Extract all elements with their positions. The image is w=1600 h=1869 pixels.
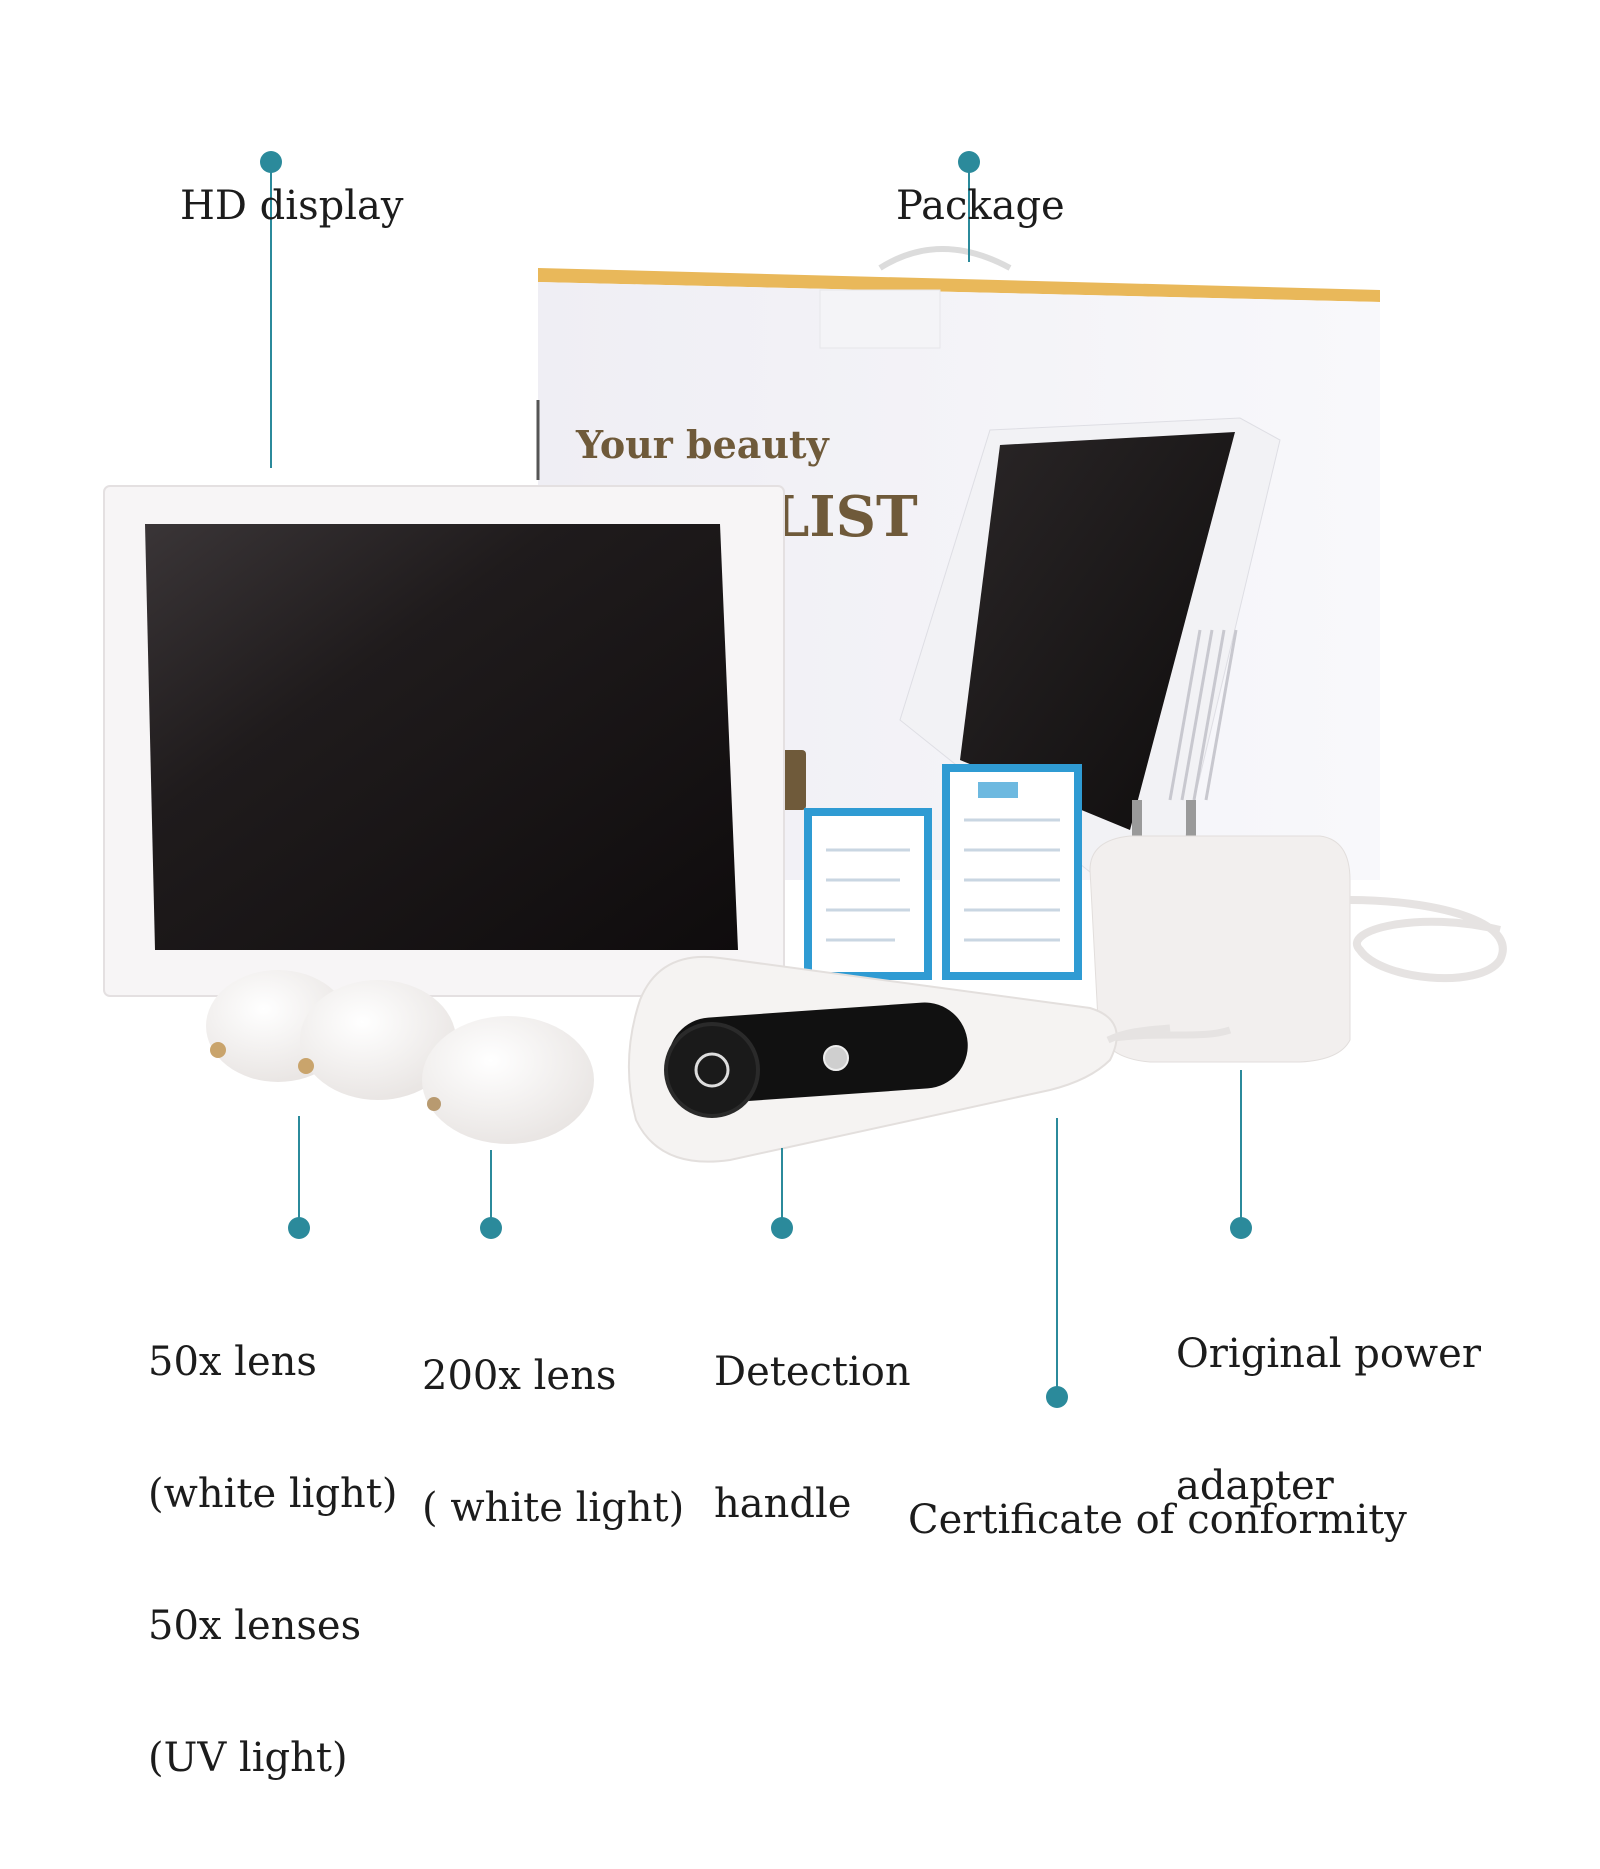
callout-dot-200x-lens — [480, 1217, 502, 1239]
label-200x-lens: 200x lens ( white light) — [422, 1353, 685, 1531]
leader-line-200x-lens — [490, 1150, 492, 1226]
callout-dot-power-adapter — [1230, 1217, 1252, 1239]
callout-dot-hd-display — [260, 151, 282, 173]
lens-caps — [206, 970, 594, 1144]
box-brand-line1: Your beauty — [575, 422, 830, 467]
leader-line-package — [968, 162, 970, 262]
callout-dot-50x-lens — [288, 1217, 310, 1239]
leader-line-detection-handle — [781, 1148, 783, 1226]
label-power-adapter: Original power adapter — [1176, 1331, 1481, 1509]
callout-dot-package — [958, 151, 980, 173]
leader-line-hd-display — [270, 162, 272, 468]
detection-handle-device — [627, 956, 1171, 1163]
leader-line-power-adapter — [1240, 1070, 1242, 1226]
leader-line-50x-lens — [298, 1116, 300, 1226]
box-device-screen — [960, 432, 1235, 830]
adapter-prong-2 — [1186, 800, 1196, 846]
power-adapter — [1089, 800, 1507, 1063]
label-certificate: Certificate of conformity — [908, 1497, 1407, 1543]
label-50x-lens: 50x lens (white light) 50x lenses (UV li… — [148, 1339, 398, 1781]
lens-cap-50x-uv — [300, 980, 456, 1100]
adapter-body — [1089, 835, 1351, 1063]
box-handle — [878, 246, 1012, 271]
certificate-card-1 — [804, 808, 932, 980]
hd-display-device — [103, 485, 785, 997]
handle-button — [823, 1045, 849, 1071]
box-vent-grille — [1168, 629, 1238, 801]
callout-dot-detection-handle — [771, 1217, 793, 1239]
handle-lens-ring — [664, 1022, 760, 1118]
adapter-cable — [1349, 896, 1507, 983]
callout-dot-certificate — [1046, 1386, 1068, 1408]
product-illustration: Your beauty LIST — [103, 246, 1507, 1163]
label-detection-handle: Detection handle — [714, 1349, 911, 1527]
certificate-card-2 — [942, 764, 1082, 980]
box-top-edge — [538, 268, 1380, 302]
label-package: Package — [896, 183, 1065, 229]
leader-line-certificate — [1056, 1118, 1058, 1396]
lens-cap-200x — [422, 1016, 594, 1144]
product-diagram: Your beauty LIST — [103, 151, 1507, 1780]
certificate-cards — [804, 764, 1082, 980]
display-screen — [145, 524, 738, 950]
box-tab — [819, 289, 941, 349]
label-hd-display: HD display — [180, 183, 404, 229]
box-brand-line2: LIST — [770, 484, 918, 550]
adapter-prong-1 — [1132, 800, 1142, 846]
